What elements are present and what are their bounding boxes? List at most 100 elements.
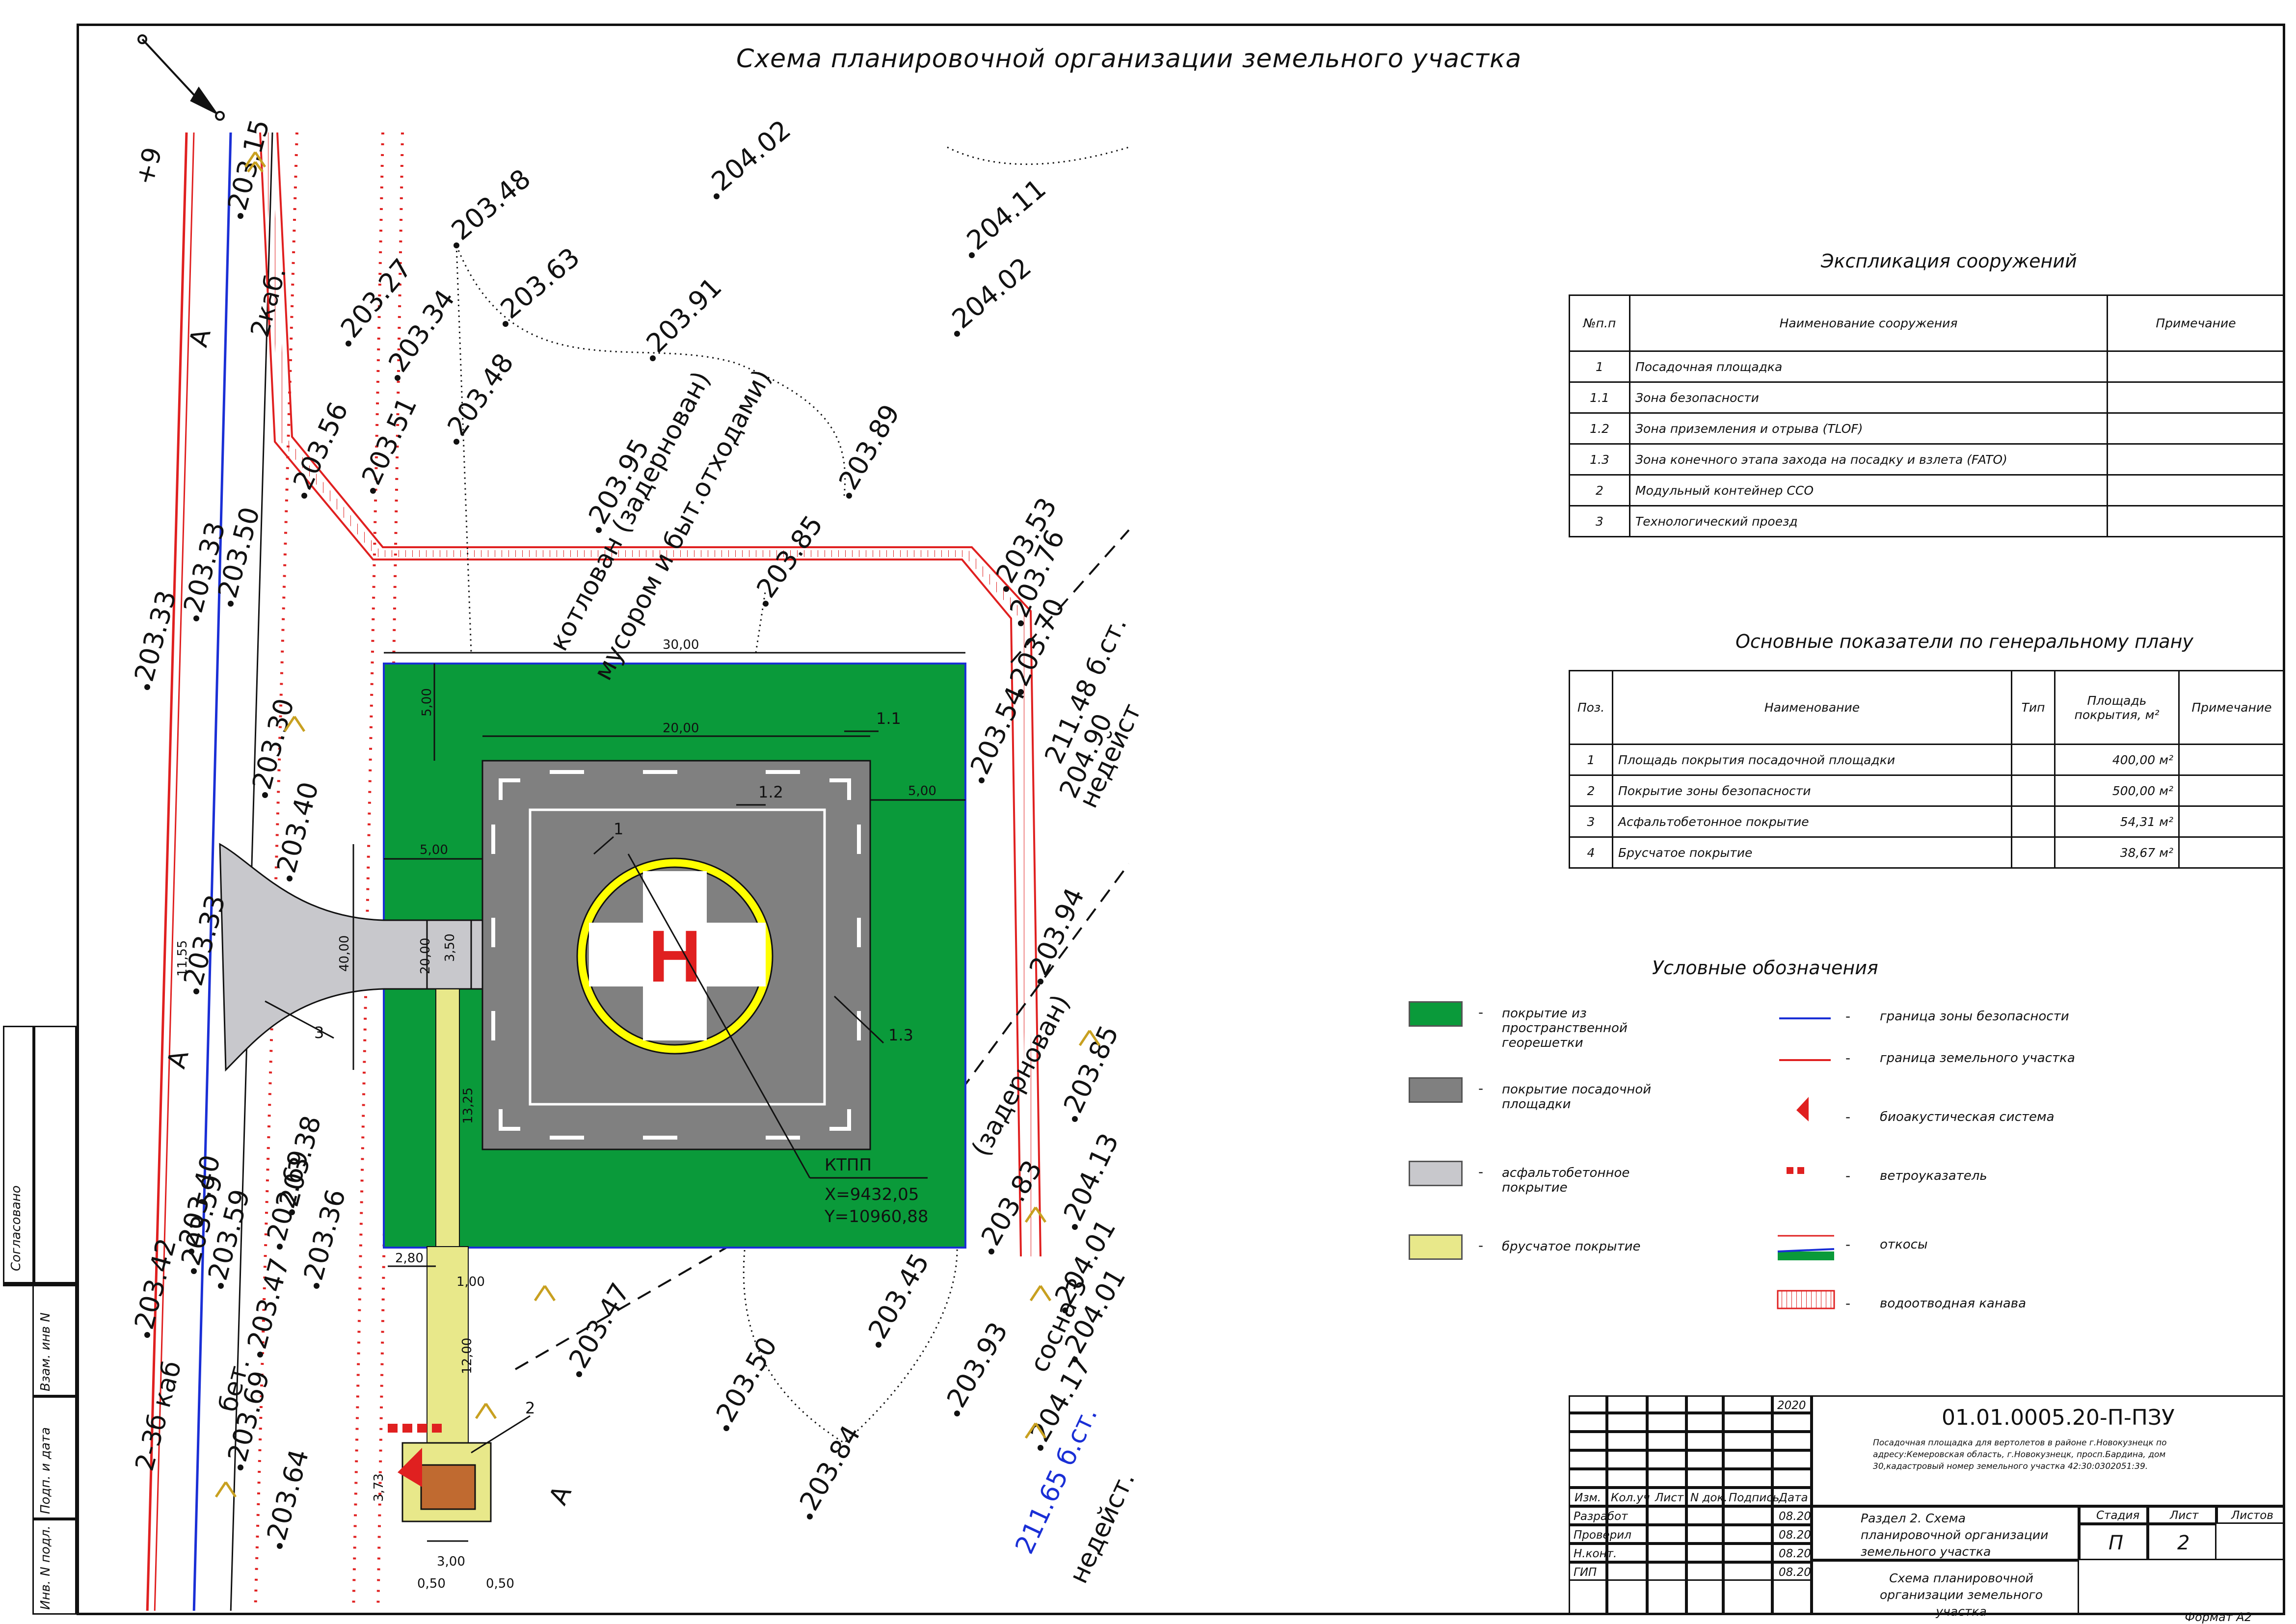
ind-cell-note — [2178, 836, 2285, 869]
bioacoustic-icon — [398, 1448, 422, 1487]
legend-swatch — [1409, 1001, 1463, 1027]
pad-cross — [589, 871, 766, 1040]
elevation-label: 203.48 — [446, 163, 536, 246]
ktpp-x: X=9432,05 — [825, 1185, 919, 1204]
dim-5-c: 5,00 — [420, 843, 448, 857]
legend-label: ветроуказатель — [1880, 1169, 1987, 1183]
dim-0-5-b: 0,50 — [486, 1576, 514, 1591]
ind-h-area: Площадь покрытия, м² — [2054, 670, 2180, 745]
legend-dash: - — [1845, 1109, 1851, 1125]
elevation-label: 203.64 — [261, 1446, 315, 1544]
stamp-stage: П — [2109, 1532, 2124, 1554]
legend-dash: - — [1478, 1164, 1484, 1180]
expl-cell-note — [2107, 350, 2285, 383]
ind-cell-name: Брусчатое покрытие — [1612, 836, 2012, 869]
dim-12: 12,00 — [460, 1338, 475, 1374]
elevation-point — [1018, 689, 1024, 695]
stamp-role-date: 08.20 — [1779, 1547, 1811, 1560]
legend-dash: - — [1478, 1237, 1484, 1253]
ind-cell-area: 400,00 м² — [2054, 744, 2180, 776]
callout-1-2: 1.2 — [758, 783, 783, 801]
elevation-point — [1018, 620, 1024, 626]
elevation-point — [988, 1249, 994, 1254]
elevation-point — [954, 331, 960, 337]
elevation-label: 204.11 — [961, 173, 1052, 256]
elevation-label: 203.30 — [246, 695, 300, 793]
stamp-role: ГИП — [1574, 1566, 1597, 1579]
legend-ditch-icon — [1777, 1290, 1835, 1309]
expl-h-note: Примечание — [2107, 294, 2285, 352]
label-a-2: A — [162, 1047, 195, 1071]
legend-title: Условные обозначения — [1652, 957, 1878, 979]
ind-cell-name: Асфальтобетонное покрытие — [1612, 805, 2012, 838]
legend-label: покрытие посадочной площадки — [1502, 1082, 1652, 1112]
stamp-sheet: 2 — [2177, 1532, 2190, 1554]
dim-3-5: 3,50 — [443, 933, 457, 962]
legend-symbols — [1777, 1017, 1835, 1309]
elevation-point — [370, 488, 376, 494]
dim-0-5-a: 0,50 — [417, 1576, 446, 1591]
elevation-point — [1038, 979, 1043, 985]
stamp-col-podpis: Подпись — [1729, 1491, 1780, 1504]
elevation-point — [262, 792, 268, 798]
dim-30: 30,00 — [663, 638, 699, 652]
ind-cell-num: 2 — [1569, 774, 1613, 807]
elevation-label: 203.36 — [298, 1186, 352, 1284]
ind-cell-note — [2178, 744, 2285, 776]
stamp-col-ndok: N док. — [1690, 1491, 1728, 1504]
elevation-point — [454, 439, 459, 445]
elevation-point — [596, 527, 602, 533]
legend-label: водоотводная канава — [1880, 1296, 2027, 1311]
elevation-label: 204.02 — [946, 251, 1037, 335]
vzam-inv-label: Взам. инв N — [38, 1312, 53, 1391]
dim-40: 40,00 — [337, 935, 352, 972]
expl-cell-name: Модульный контейнер ССО — [1629, 474, 2108, 506]
elevation-point — [846, 493, 852, 499]
stamp-code: 01.01.0005.20-П-ПЗУ — [1942, 1405, 2175, 1430]
elevation-point — [714, 193, 720, 199]
expl-cell-note — [2107, 412, 2285, 445]
stamp-sheet-h: Лист — [2170, 1509, 2199, 1522]
elevation-label: 203.85 — [1058, 1021, 1125, 1118]
legend-swatch — [1409, 1161, 1463, 1186]
callout-1-1: 1.1 — [876, 709, 901, 728]
elevation-point — [503, 321, 508, 327]
sheet-title: Схема планировочной организации земельно… — [736, 44, 1522, 74]
container-sso — [420, 1464, 476, 1510]
elevation-label: 203.94 — [1023, 883, 1091, 981]
ktpp-title: КТПП — [825, 1155, 872, 1175]
title-block: 01.01.0005.20-П-ПЗУ 2020 Посадочная площ… — [1569, 1395, 2285, 1619]
expl-cell-num: 1.2 — [1569, 412, 1630, 445]
elevation-point — [238, 1464, 243, 1470]
stamp-col-list: Лист — [1655, 1491, 1684, 1504]
dim-13-25: 13,25 — [461, 1088, 476, 1124]
legend-dash: - — [1845, 1008, 1851, 1024]
elevation-label: 203.91 — [641, 271, 728, 359]
elevation-point — [218, 1283, 224, 1289]
side-stamp: Согласовано Взам. инв N Подп. и дата Инв… — [3, 1026, 77, 1615]
elevation-label: 203.93 — [941, 1317, 1014, 1412]
elevation-label: 203.47 — [563, 1278, 636, 1373]
stamp-description: Посадочная площадка для вертолетов в рай… — [1873, 1438, 2167, 1471]
elevation-point — [188, 1249, 194, 1254]
stamp-role: Разработ — [1574, 1510, 1628, 1523]
elevation-label: 204.13 — [1058, 1129, 1125, 1226]
legend-label: откосы — [1880, 1237, 1928, 1252]
pad-h-label: H — [648, 915, 701, 997]
elevation-label: 203.63 — [495, 241, 586, 325]
ind-cell-note — [2178, 774, 2285, 807]
elevation-point — [763, 601, 769, 607]
stamp-section: Раздел 2. Схема планировочной организаци… — [1861, 1511, 2049, 1559]
legend-bioacoustic-icon — [1796, 1097, 1809, 1121]
ind-cell-type — [2011, 744, 2056, 776]
stamp-col-izm: Изм. — [1575, 1491, 1602, 1504]
ind-cell-type — [2011, 836, 2056, 869]
elevation-point — [1072, 1357, 1078, 1362]
expl-cell-num: 1 — [1569, 350, 1630, 383]
